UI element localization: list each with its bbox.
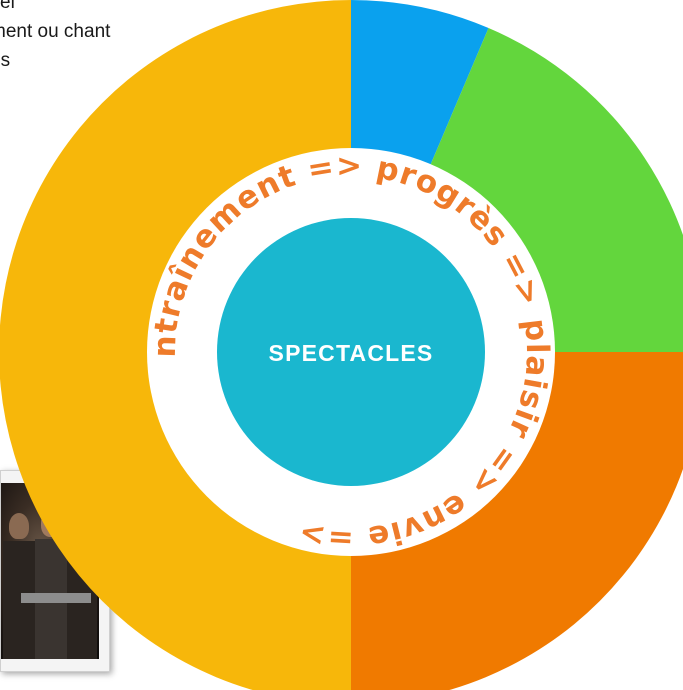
intro-text-line-1: el [0, 0, 15, 13]
intro-text: el ment ou chant es [0, 0, 200, 75]
center-label: SPECTACLES [269, 340, 434, 366]
intro-text-line-2: ment ou chant [0, 21, 111, 42]
center-circle [217, 218, 485, 486]
intro-text-line-3: es [0, 50, 11, 71]
